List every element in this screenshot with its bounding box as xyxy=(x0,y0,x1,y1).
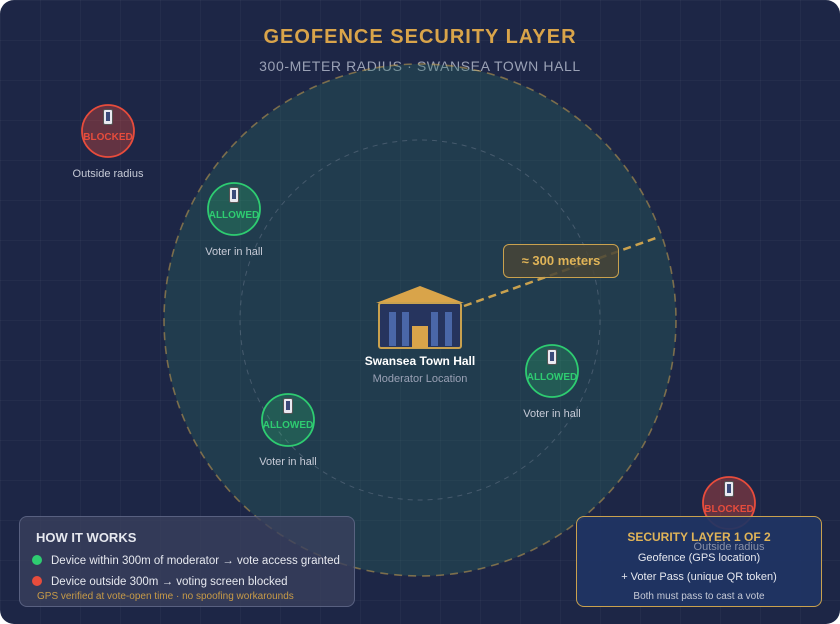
device-status-allowed: ALLOWED xyxy=(208,210,260,221)
device-status-blocked: BLOCKED xyxy=(83,132,133,143)
device-caption: Voter in hall xyxy=(523,408,581,420)
phone-icon xyxy=(281,396,295,416)
radius-label: ≈ 300 meters xyxy=(503,244,619,278)
device-caption: Voter in hall xyxy=(259,456,317,468)
town-hall-name: Swansea Town Hall xyxy=(364,354,476,368)
page-title: GEOFENCE SECURITY LAYER xyxy=(263,26,577,48)
how-it-works-title: HOW IT WORKS xyxy=(36,530,137,545)
legend-row-blocked: Device outside 300m → voting screen bloc… xyxy=(32,576,288,588)
legend-text: Device outside 300m → voting screen bloc… xyxy=(51,576,288,588)
page-subtitle: 300-METER RADIUS · SWANSEA TOWN HALL xyxy=(0,58,840,74)
phone-icon xyxy=(722,479,736,499)
device-marker-allowed xyxy=(207,182,261,236)
device-caption: Outside radius xyxy=(693,541,765,553)
device-status-allowed: ALLOWED xyxy=(526,372,578,383)
security-footer: Both must pass to cast a vote xyxy=(633,591,765,602)
device-marker-allowed xyxy=(261,393,315,447)
town-hall-role: Moderator Location xyxy=(372,373,468,385)
security-layer-panel: SECURITY LAYER 1 OF 2 Geofence (GPS loca… xyxy=(576,516,822,607)
device-status-allowed: ALLOWED xyxy=(262,420,314,431)
security-line-voter-pass: + Voter Pass (unique QR token) xyxy=(621,571,777,583)
device-caption: Voter in hall xyxy=(205,246,263,258)
red-dot-icon xyxy=(32,576,42,586)
phone-icon xyxy=(227,185,241,205)
how-it-works-note: GPS verified at vote-open time · no spoo… xyxy=(37,591,294,602)
geofence-inner-ring xyxy=(239,139,601,501)
security-title: SECURITY LAYER 1 OF 2 xyxy=(627,530,771,544)
device-status-blocked: BLOCKED xyxy=(704,504,754,515)
green-dot-icon xyxy=(32,555,42,565)
phone-icon xyxy=(101,107,115,127)
device-caption: Outside radius xyxy=(72,168,144,180)
legend-text: Device within 300m of moderator → vote a… xyxy=(51,555,340,567)
radius-line xyxy=(463,236,657,308)
device-marker-allowed xyxy=(525,344,579,398)
town-hall-icon xyxy=(376,286,464,349)
how-it-works-panel: HOW IT WORKS Device within 300m of moder… xyxy=(19,516,355,607)
legend-row-allowed: Device within 300m of moderator → vote a… xyxy=(32,555,340,567)
device-marker-blocked xyxy=(81,104,135,158)
phone-icon xyxy=(545,347,559,367)
security-line-geofence: Geofence (GPS location) xyxy=(637,552,761,564)
